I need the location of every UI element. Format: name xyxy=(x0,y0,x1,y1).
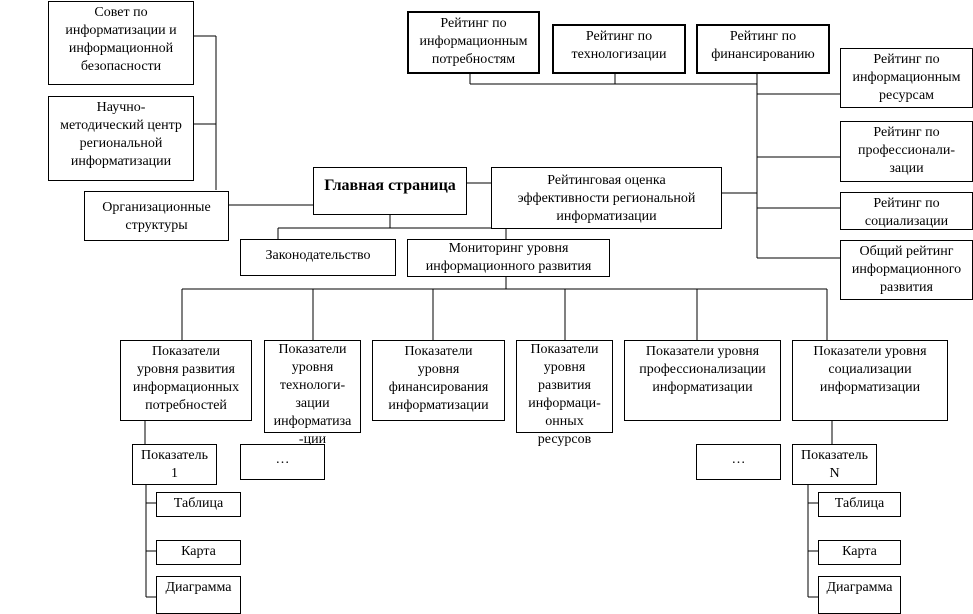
node-rating-socialization: Рейтинг по социализации xyxy=(840,192,973,230)
node-org-structures: Организационные структуры xyxy=(84,191,229,241)
node-map-1: Карта xyxy=(156,540,241,565)
node-council: Совет по информатизации и информационной… xyxy=(48,1,194,85)
node-indicators-financing: Показатели уровня финансирования информа… xyxy=(372,340,505,421)
node-indicators-technologization: Показатели уровня технологи- зации инфор… xyxy=(264,340,361,447)
node-rating-financing: Рейтинг по финансированию xyxy=(696,24,830,74)
node-diagram-1: Диаграмма xyxy=(156,576,241,614)
node-rating-professionalization: Рейтинг по профессионали- зации xyxy=(840,121,973,182)
node-rating-technologization: Рейтинг по технологизации xyxy=(552,24,686,74)
node-table-1: Таблица xyxy=(156,492,241,517)
node-indicator-n: Показатель N xyxy=(792,444,877,485)
node-ellipsis-right: … xyxy=(696,444,781,480)
node-diagram-n: Диаграмма xyxy=(818,576,901,614)
node-indicators-socialization: Показатели уровня социализации информати… xyxy=(792,340,948,421)
node-indicators-info-resources: Показатели уровня развития информаци- он… xyxy=(516,340,613,447)
node-table-n: Таблица xyxy=(818,492,901,517)
node-indicators-info-needs: Показатели уровня развития информационны… xyxy=(120,340,252,421)
node-ellipsis-left: … xyxy=(240,444,325,480)
node-indicators-professionalization: Показатели уровня профессионализации инф… xyxy=(624,340,781,421)
node-home-page: Главная страница xyxy=(313,167,467,215)
node-rating-total: Общий рейтинг информационного развития xyxy=(840,240,973,300)
node-rating-evaluation: Рейтинговая оценка эффективности региона… xyxy=(491,167,722,229)
node-rating-info-resources: Рейтинг по информационным ресурсам xyxy=(840,48,973,108)
node-indicator-1: Показатель 1 xyxy=(132,444,217,485)
node-legislation: Законодательство xyxy=(240,239,396,276)
node-rating-info-needs: Рейтинг по информационным потребностям xyxy=(407,11,540,74)
node-monitoring: Мониторинг уровня информационного развит… xyxy=(407,239,610,277)
node-map-n: Карта xyxy=(818,540,901,565)
node-research-center: Научно- методический центр региональной … xyxy=(48,96,194,181)
